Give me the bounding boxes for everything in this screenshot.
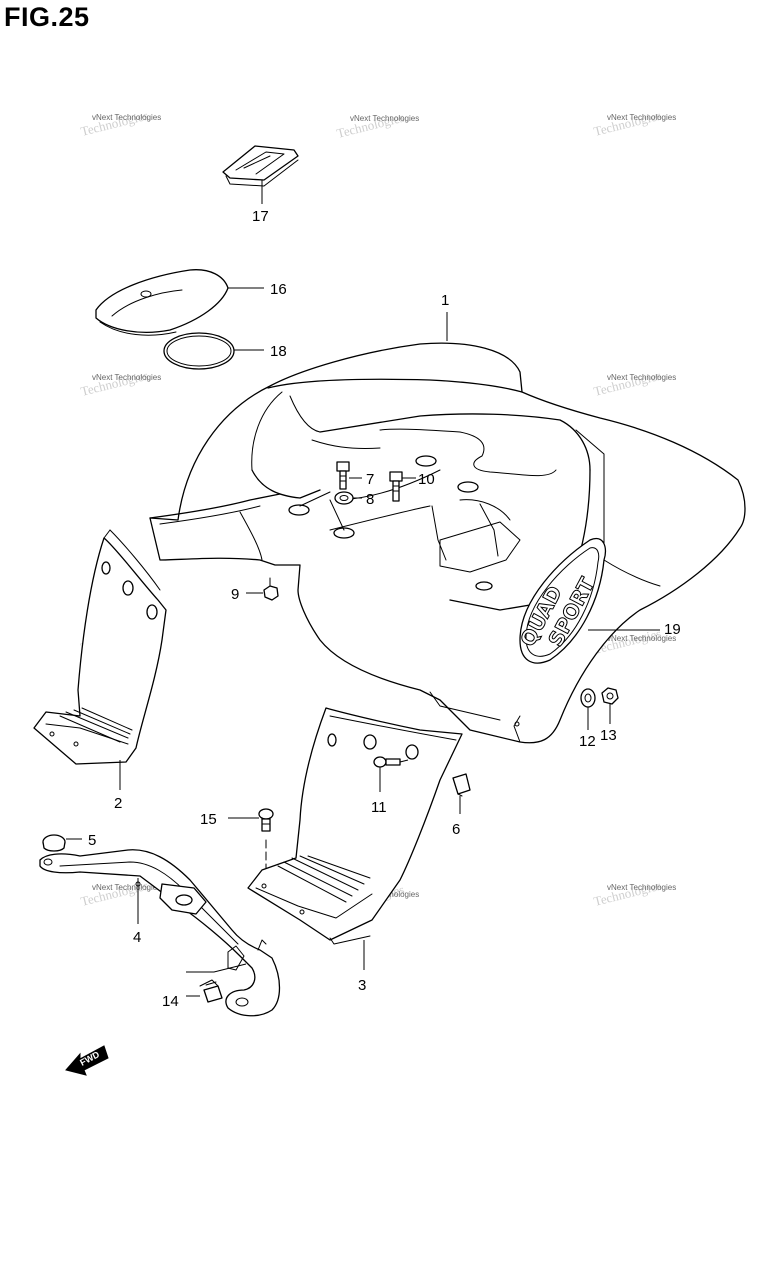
callout-19: 19 (664, 621, 681, 638)
callout-6: 6 (452, 821, 460, 838)
part-10-bolt (389, 471, 416, 502)
watermark: vNext Technologies (607, 373, 676, 382)
callout-9: 9 (231, 586, 239, 603)
callout-8: 8 (366, 491, 374, 508)
part-13-nut (601, 687, 619, 724)
watermark: vNext Technologies (607, 113, 676, 122)
part-8-washer (299, 491, 362, 531)
part-12-washer (580, 688, 596, 730)
part-16-cover (95, 269, 264, 336)
watermark: vNext Technologies (92, 373, 161, 382)
callout-16: 16 (270, 281, 287, 298)
watermark: vNext Technologies (92, 883, 161, 892)
callout-3: 3 (358, 977, 366, 994)
part-15-screw (228, 808, 274, 869)
part-5-cap (42, 834, 82, 852)
part-3-right-flap (247, 707, 463, 970)
figure-title: FIG.25 (4, 2, 90, 32)
callout-15: 15 (200, 811, 217, 828)
watermark: vNext Technologies (607, 634, 676, 643)
callout-11: 11 (371, 799, 387, 816)
callout-5: 5 (88, 832, 96, 849)
part-6-pad (452, 773, 471, 814)
forward-arrow-icon: FWD (65, 1045, 109, 1076)
part-14-bolt (186, 963, 247, 1003)
callout-18: 18 (270, 343, 287, 360)
callout-4: 4 (133, 929, 141, 946)
part-11-screw (373, 756, 409, 792)
callout-17: 17 (252, 208, 269, 225)
part-18-ring (163, 332, 264, 370)
part-17-clip (222, 145, 299, 204)
callout-13: 13 (600, 727, 617, 744)
part-2-left-flap (33, 529, 167, 790)
watermark: vNext Technologies (607, 883, 676, 892)
part-9-nut (246, 577, 279, 601)
callout-10: 10 (418, 471, 435, 488)
callout-1: 1 (441, 292, 449, 309)
part-1-rear-fender (149, 312, 746, 744)
watermark: vNext Technologies (350, 114, 419, 123)
callout-7: 7 (366, 471, 374, 488)
part-7-bolt (336, 461, 362, 490)
callout-14: 14 (162, 993, 179, 1010)
part-4-bracket (39, 849, 281, 1017)
watermark: vNext Technologies (92, 113, 161, 122)
callout-12: 12 (579, 733, 596, 750)
callout-2: 2 (114, 795, 122, 812)
